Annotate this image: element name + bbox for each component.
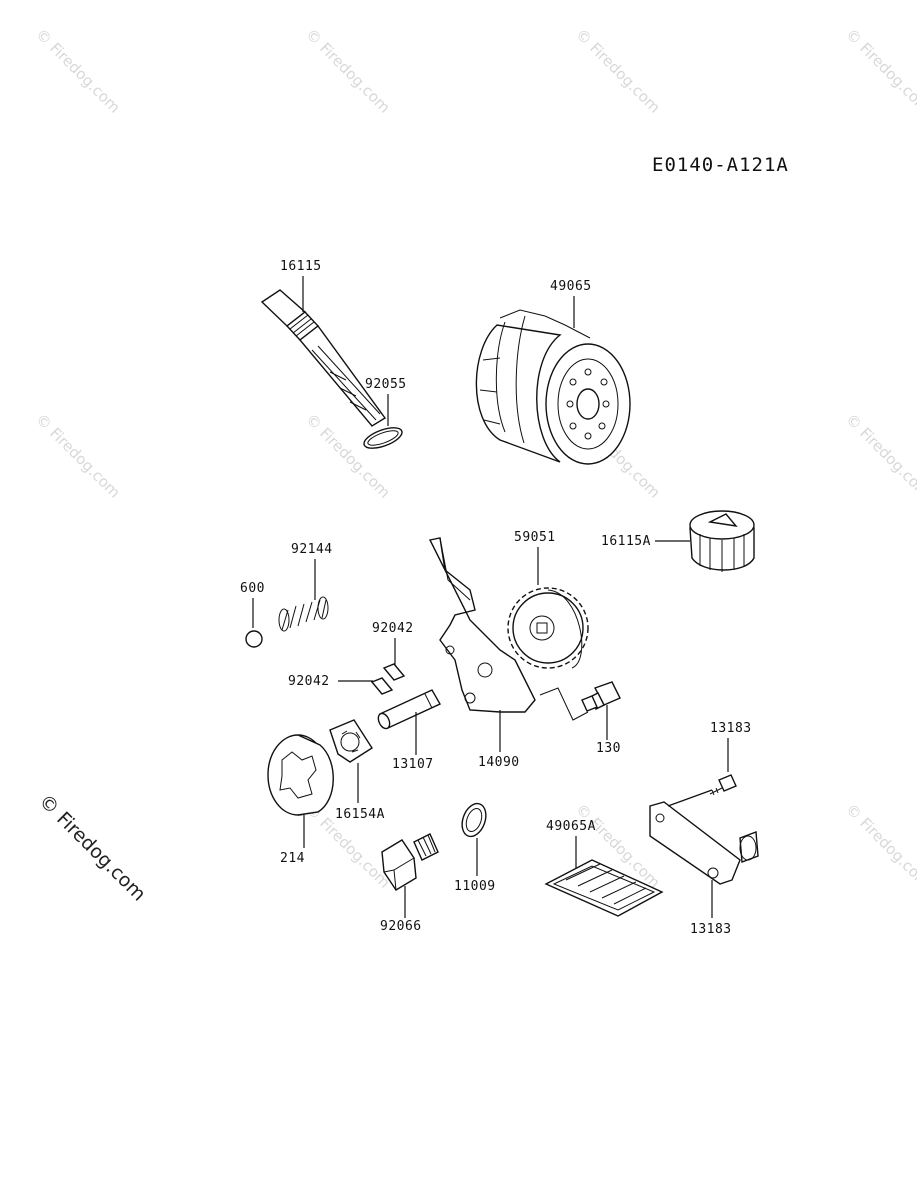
watermark: © Firedog.com (842, 800, 917, 892)
part-label-92042-lower: 92042 (288, 674, 330, 689)
watermark: © Firedog.com (572, 25, 664, 117)
part-label-92055: 92055 (365, 377, 407, 392)
part-label-13107: 13107 (392, 757, 434, 772)
part-label-214: 13183 (710, 721, 752, 736)
side-watermark: © Firedog.com (34, 790, 149, 905)
gasket-part (461, 802, 487, 838)
pins-part (370, 663, 406, 695)
screen-part (544, 859, 664, 917)
part-label-600: 600 (240, 581, 265, 596)
part-label-49065A: 49065A (546, 819, 596, 834)
filler-cap-part (689, 510, 755, 572)
part-label-14090: 14090 (478, 755, 520, 770)
spring-part (278, 596, 329, 632)
inner-rotor-part (329, 719, 373, 763)
part-label-16115: 16115 (280, 259, 322, 274)
part-label-92144: 92144 (291, 542, 333, 557)
part-label-11009: 11009 (454, 879, 496, 894)
part-label-49065: 49065 (550, 279, 592, 294)
bolt-part (581, 681, 621, 712)
watermark: © Firedog.com (302, 25, 394, 117)
part-label-92066: 92066 (380, 919, 422, 934)
dipstick-part (260, 289, 387, 427)
ball-part (245, 630, 263, 648)
screw-part (709, 774, 737, 796)
shaft-part (377, 689, 441, 730)
part-label-130: 130 (596, 741, 621, 756)
bracket-plate-part (649, 801, 759, 885)
watermark: © Firedog.com (302, 410, 394, 502)
part-label-16154: 16154A (335, 807, 385, 822)
diagram-code: E0140-A121A (652, 154, 789, 176)
part-label-16154A: 214 (280, 851, 305, 866)
part-label-92042-upper: 92042 (372, 621, 414, 636)
part-label-16115A: 16115A (601, 534, 651, 549)
part-label-59051: 59051 (514, 530, 556, 545)
watermark: © Firedog.com (32, 410, 124, 502)
watermark: © Firedog.com (842, 25, 917, 117)
drain-plug-part (381, 833, 439, 891)
part-label-13183: 13183 (690, 922, 732, 937)
watermark: © Firedog.com (842, 410, 917, 502)
o-ring-part (363, 427, 403, 449)
gear-part (507, 587, 589, 669)
outer-rotor-part (267, 734, 334, 816)
oil-filter-part (475, 309, 631, 465)
cover-plate-part (428, 537, 536, 713)
watermark: © Firedog.com (32, 25, 124, 117)
